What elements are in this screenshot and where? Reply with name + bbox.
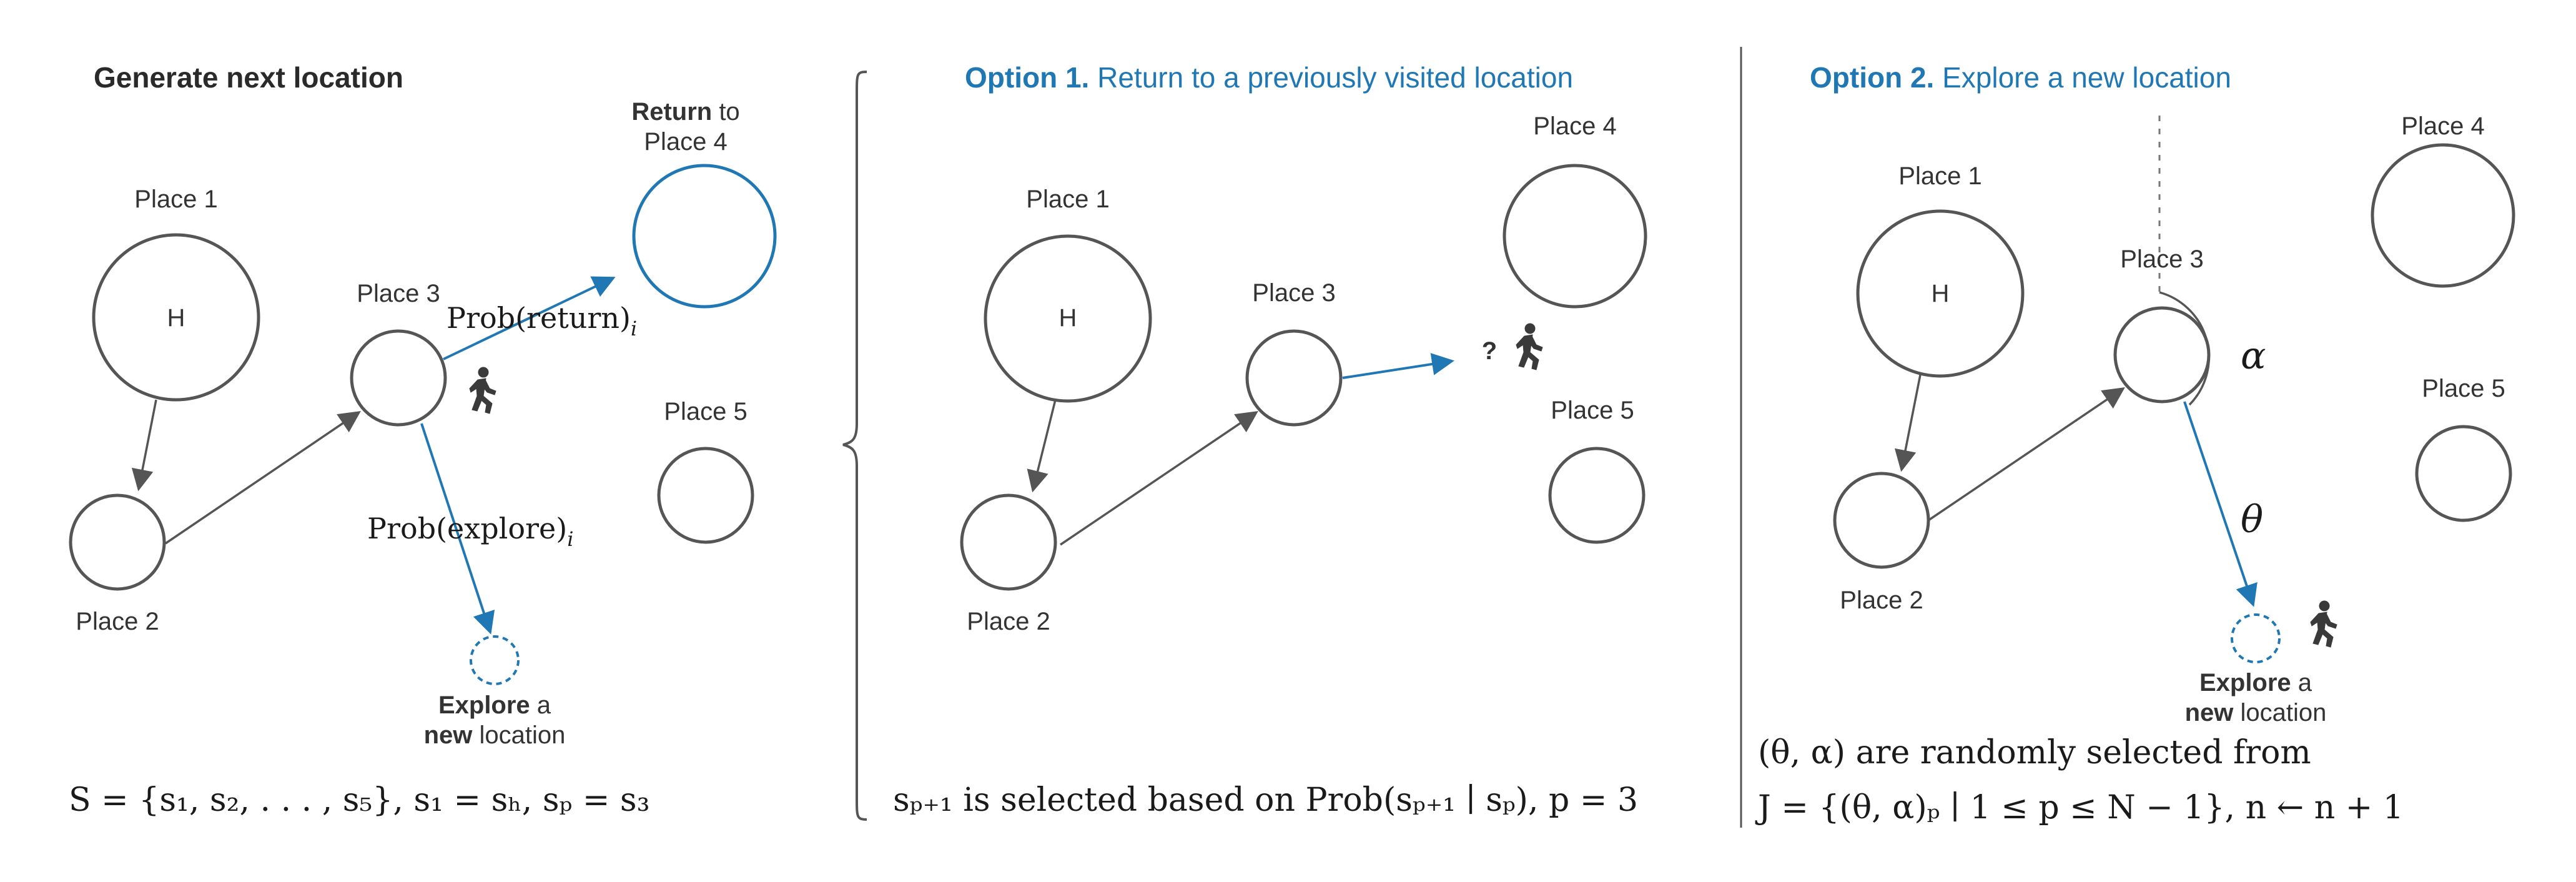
explore-label-line2: new location — [424, 721, 566, 749]
p3-place3-node — [2113, 306, 2211, 404]
p2-place3-label: Place 3 — [1252, 279, 1335, 307]
edge-place2-to-place3 — [165, 411, 361, 545]
prob-return-label: Prob(return)i — [447, 301, 637, 340]
p2-person-walking-icon — [1516, 323, 1543, 370]
p3-edge-place2-to-place3 — [1926, 387, 2125, 523]
panel2-title: Option 1. Return to a previously visited… — [965, 61, 1573, 94]
p2-place5-label: Place 5 — [1551, 397, 1634, 424]
p3-explore-label-line2: new location — [2185, 699, 2327, 726]
panel3-formula-line2: J = {(θ, α)ₚ ∣ 1 ≤ p ≤ N − 1}, n ← n + 1 — [1755, 789, 2404, 826]
p3-place4-label: Place 4 — [2401, 112, 2484, 140]
panel-option2-explore: Option 2. Explore a new location H Place… — [1755, 61, 2515, 826]
panel-generate-next-location: Generate next location H Place 1 Place 2… — [69, 61, 777, 819]
p3-person-walking-icon — [2310, 600, 2337, 648]
p2-place1-label: Place 1 — [1026, 186, 1109, 213]
place5-label: Place 5 — [664, 398, 747, 425]
p3-place2-label: Place 2 — [1840, 587, 1923, 614]
place4-node-highlighted — [632, 164, 777, 309]
alpha-label: α — [2241, 334, 2266, 378]
p2-place3-node — [1245, 329, 1343, 427]
place2-label: Place 2 — [76, 608, 159, 635]
p2-home-marker: H — [1059, 304, 1077, 332]
panel2-formula: sₚ₊₁ is selected based on Prob(sₚ₊₁ ∣ sₚ… — [893, 781, 1638, 819]
panel3-formula-line1: (θ, α) are randomly selected from — [1758, 734, 2311, 771]
home-marker: H — [167, 304, 185, 332]
place2-node — [69, 493, 166, 591]
panel-option1-return: Option 1. Return to a previously visited… — [893, 61, 1647, 819]
edge-explore-new — [420, 423, 495, 635]
p3-place2-node — [1833, 472, 1930, 569]
p3-place1-label: Place 1 — [1898, 162, 1981, 190]
p3-place5-node — [2415, 425, 2512, 522]
edge-return-to-place4 — [443, 276, 616, 360]
place1-label: Place 1 — [134, 186, 217, 213]
p2-edge-place1-to-place2 — [1027, 399, 1057, 493]
person-walking-icon — [469, 367, 496, 414]
p2-edge-to-next — [1342, 353, 1454, 379]
p3-explore-label-line1: Explore a — [2199, 669, 2312, 696]
p3-edge-place1-to-place2 — [1894, 374, 1922, 472]
panel3-title: Option 2. Explore a new location — [1810, 61, 2231, 94]
p3-home-marker: H — [1932, 280, 1950, 307]
p2-place2-label: Place 2 — [967, 608, 1050, 635]
p2-place1-node — [984, 234, 1152, 403]
p2-edge-place2-to-place3 — [1060, 411, 1258, 546]
p3-place4-node — [2371, 143, 2515, 288]
p2-place2-node — [960, 493, 1057, 591]
p2-place4-node — [1503, 164, 1647, 309]
curly-brace — [842, 71, 867, 821]
theta-label: θ — [2241, 498, 2263, 542]
place3-label: Place 3 — [357, 280, 440, 307]
p3-place3-label: Place 3 — [2120, 245, 2203, 273]
explore-label-line1: Explore a — [438, 691, 551, 719]
panel1-title: Generate next location — [94, 61, 403, 94]
place1-node — [92, 233, 260, 402]
p3-edge-explore — [2183, 401, 2258, 607]
prob-explore-label: Prob(explore)i — [367, 512, 573, 551]
place5-node — [657, 447, 754, 544]
p3-place5-label: Place 5 — [2422, 375, 2505, 402]
edge-place1-to-place2 — [131, 399, 157, 492]
p2-place4-label: Place 4 — [1533, 112, 1616, 140]
return-label-line2: Place 4 — [644, 128, 727, 156]
unknown-destination-mark: ? — [1482, 337, 1497, 365]
p3-new-location-node — [2231, 613, 2281, 663]
return-label-line1: Return to — [631, 98, 739, 126]
p2-place5-node — [1548, 447, 1646, 544]
panel1-formula: S = {s₁, s₂, . . . , s₅}, s₁ = sₕ, sₚ = … — [69, 781, 649, 819]
p3-place1-node — [1856, 209, 2025, 378]
place3-node — [350, 329, 447, 427]
new-location-node — [470, 635, 520, 685]
